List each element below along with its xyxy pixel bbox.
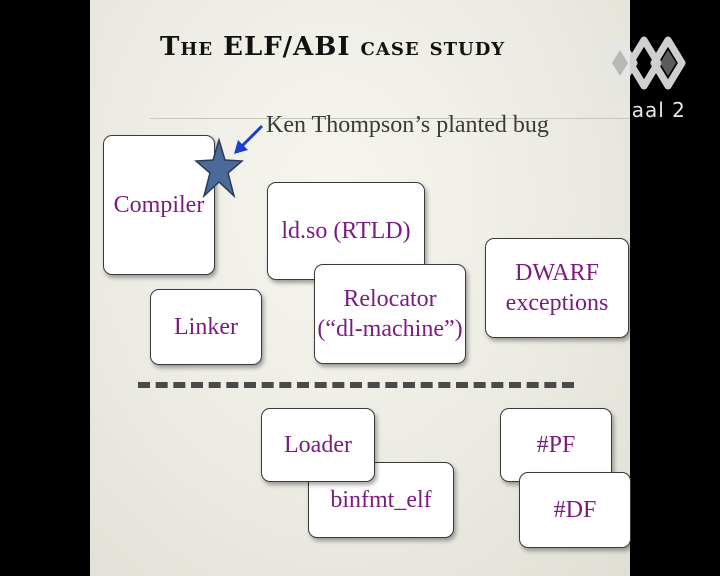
linker-label: Linker xyxy=(174,314,238,340)
slide-title: The ELF/ABI case study xyxy=(160,32,506,62)
presentation-slide: The ELF/ABI case study Ken Thompson’s pl… xyxy=(90,0,631,576)
pf-box: #PF xyxy=(500,408,612,482)
title-divider xyxy=(150,118,630,119)
planted-bug-caption: Ken Thompson’s planted bug xyxy=(266,112,549,138)
df-label: #DF xyxy=(553,497,597,523)
section-divider xyxy=(138,382,574,388)
ldso-label: ld.so (RTLD) xyxy=(281,218,411,244)
dwarf-label-line2: exceptions xyxy=(505,290,609,316)
loader-box: Loader xyxy=(261,408,375,482)
relocator-box: Relocator (“dl-machine”) xyxy=(314,264,466,364)
star-icon xyxy=(194,138,244,199)
arrow-icon xyxy=(234,124,264,154)
dwarf-label-line1: DWARF xyxy=(514,260,599,286)
linker-box: Linker xyxy=(150,289,262,365)
dwarf-box: DWARF exceptions xyxy=(485,238,629,338)
loader-label: Loader xyxy=(284,432,352,458)
compiler-label: Compiler xyxy=(113,192,205,218)
compiler-box: Compiler xyxy=(103,135,215,275)
room-label: Saal 2 xyxy=(618,98,686,122)
df-box: #DF xyxy=(519,472,631,548)
binfmt-label: binfmt_elf xyxy=(330,487,432,513)
relocator-label-line1: Relocator xyxy=(343,286,437,312)
broadcast-logo-icon xyxy=(602,36,686,90)
relocator-label-line2: (“dl-machine”) xyxy=(317,316,463,342)
pf-label: #PF xyxy=(536,432,576,458)
